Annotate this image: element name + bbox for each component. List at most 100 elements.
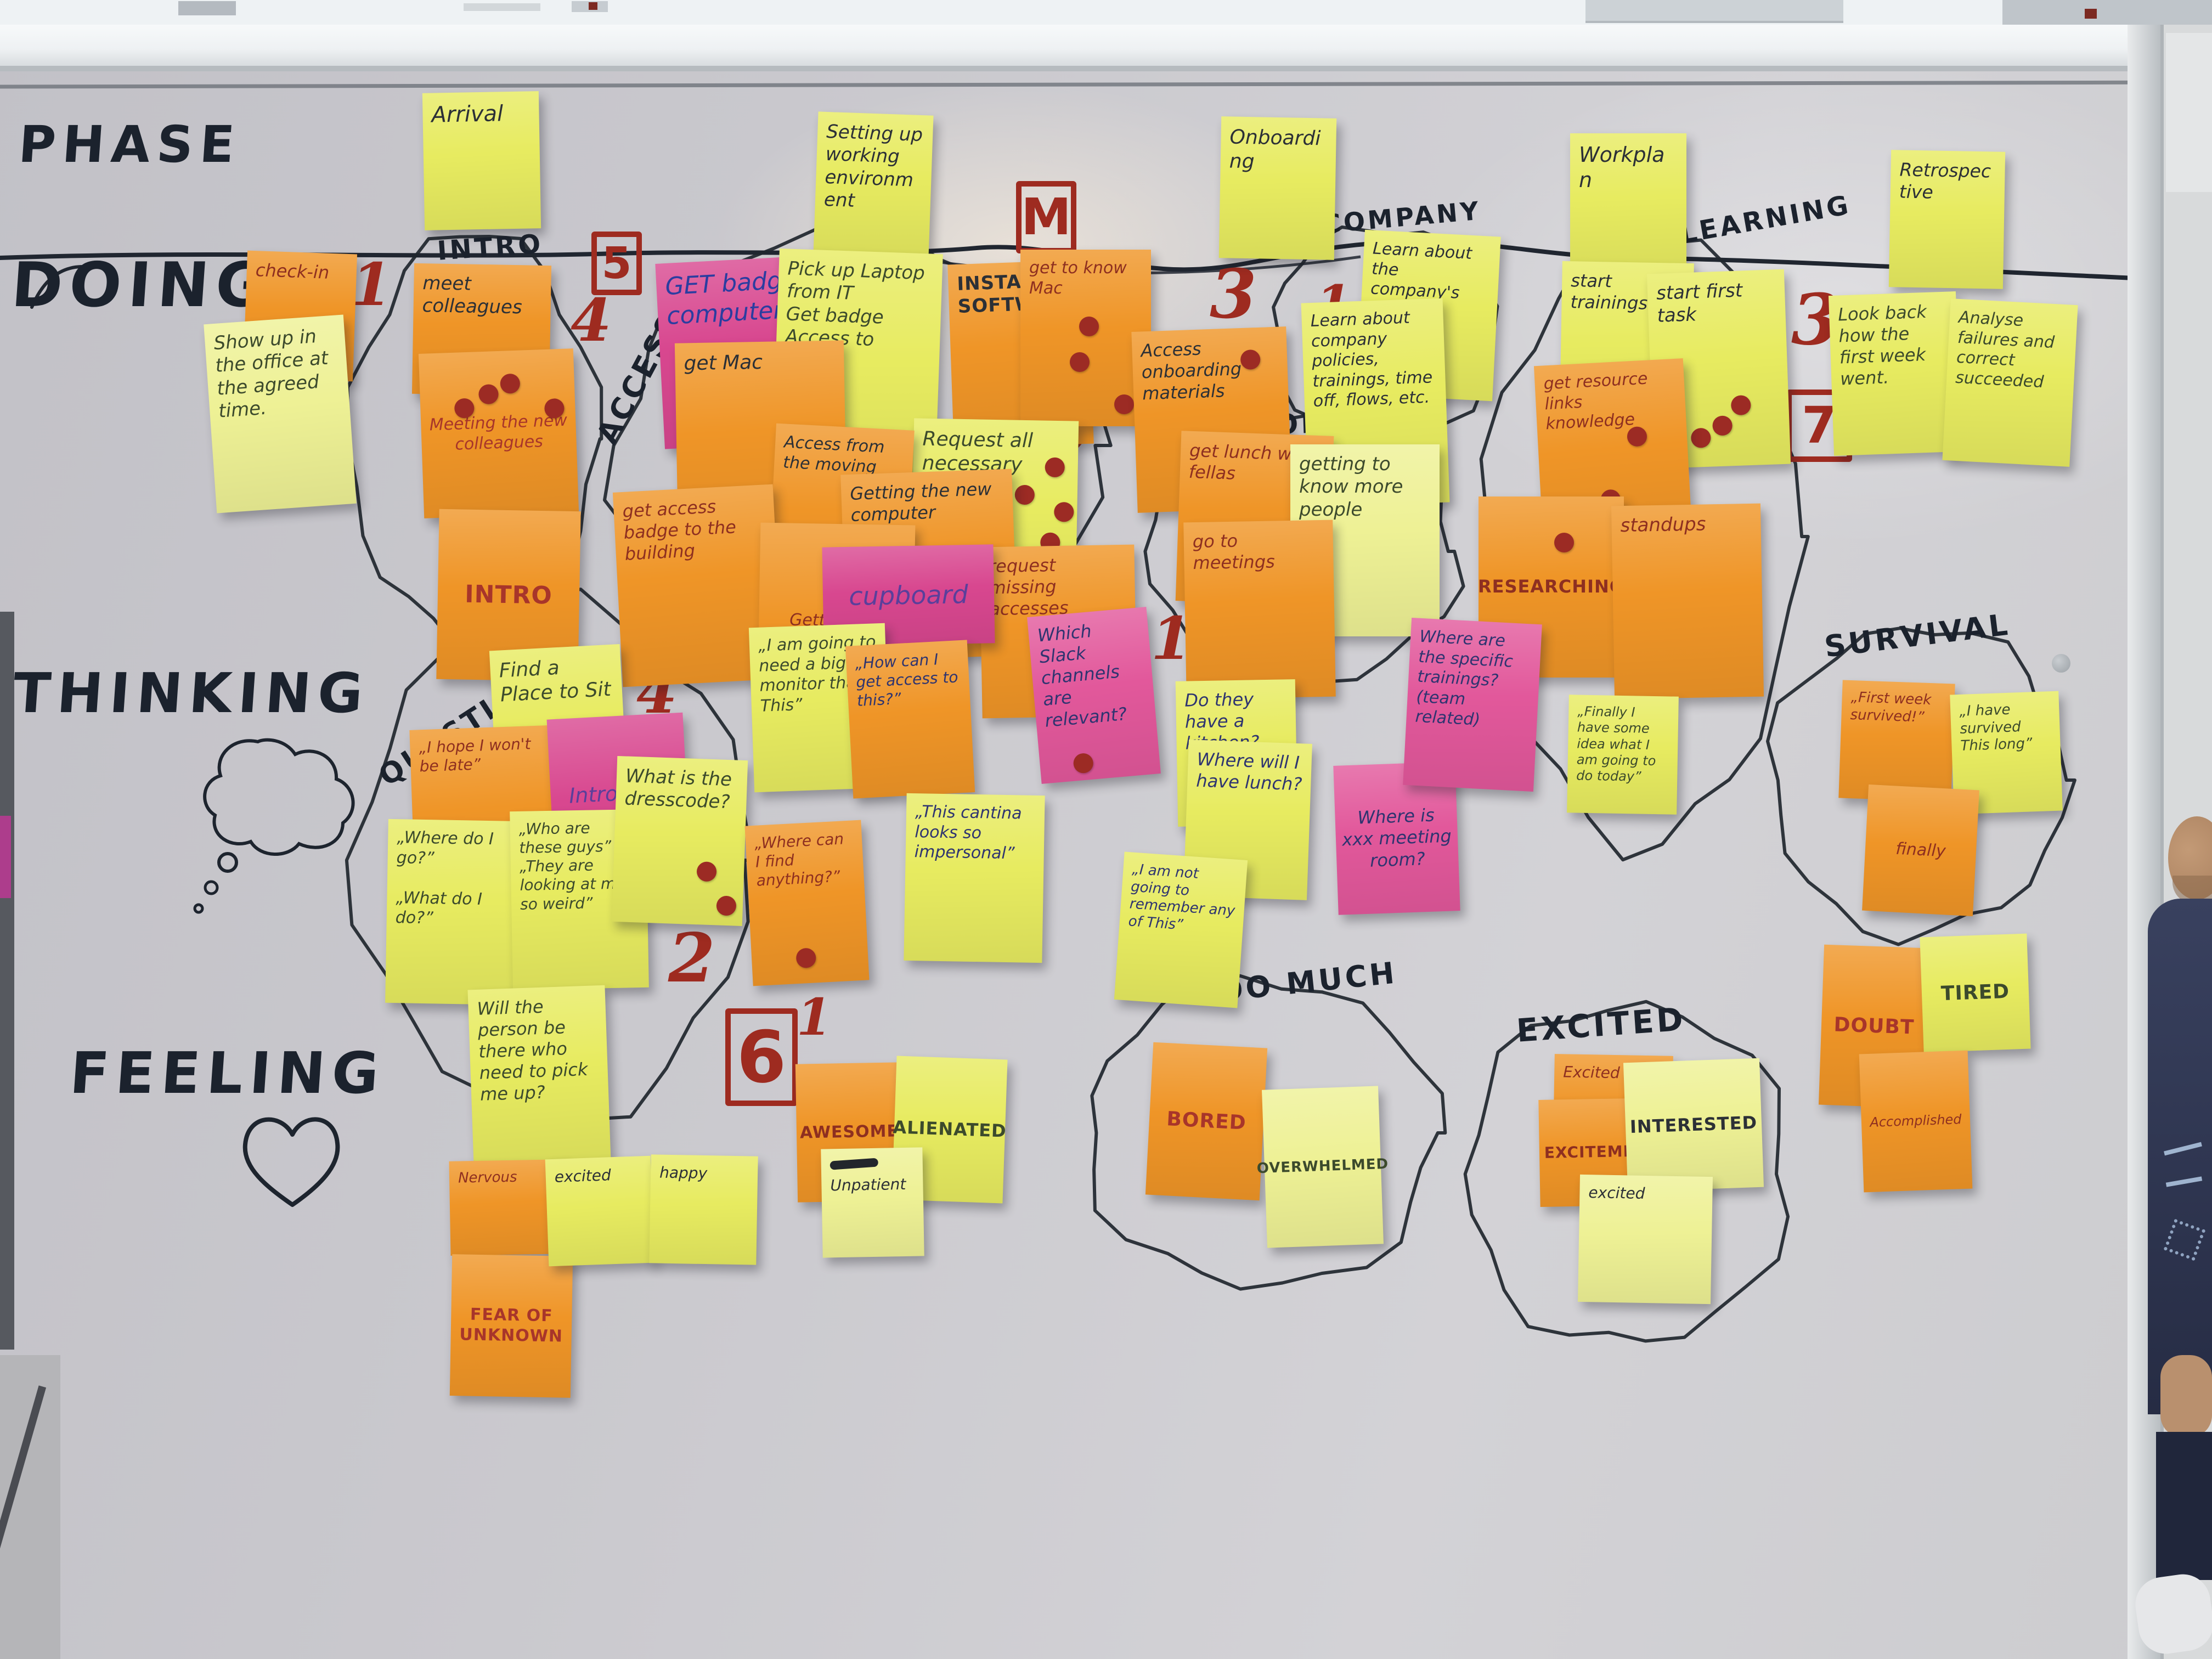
whiteboard-top-rail [0,25,2212,70]
sticky-note-interested: INTERESTED [1623,1058,1764,1192]
board-magnet [2052,654,2070,673]
voting-dot [1554,533,1574,552]
sticky-note-text: finally [1895,839,1946,861]
sticky-note-workplan: Workplan [1570,133,1686,277]
sticky-note-text: request missing accesses [988,555,1069,620]
sticky-note-excited-small: excited [545,1155,654,1267]
sticky-note-text: start trainings [1570,270,1648,314]
sticky-note-text: „Where can I find anything?” [754,830,844,890]
sticky-note-finally-some-idea: „Finally I have some idea what I am goin… [1567,695,1679,815]
ceiling-panel-right [2002,0,2212,26]
sticky-note-text: What is the dresscode? [624,765,732,814]
sticky-note-text: Meeting the new colleagues [429,411,568,454]
boxed-red-marker-5: 5 [591,232,642,295]
sticky-note-text: Show up in the office at the agreed time… [213,325,329,423]
sticky-note-text: Workplan [1579,143,1665,193]
sticky-note-text: meet colleagues [422,272,522,319]
voting-dot [1690,427,1711,448]
group-label-intro: INTRO [436,228,544,267]
sticky-note-meeting-new-colleagues: Meeting the new colleagues [418,348,579,518]
sticky-note-text: Setting up working environment [823,120,923,212]
sticky-note-get-to-know-mac: get to know Mac [1020,250,1151,426]
sticky-note-setting-up-working-environment: Setting up working environment [813,111,934,259]
sticky-note-text: Find a Place to Sit [498,656,612,707]
sticky-note-go-to-meetings: go to meetings [1183,520,1336,699]
sticky-note-text: cupboard [848,579,969,611]
voting-dot [1712,415,1733,436]
sticky-note-text: Nervous [458,1169,517,1187]
magenta-object-left [0,816,11,898]
sticky-note-text: „This cantina looks so impersonal” [914,802,1022,864]
row-label-feeling: FEELING [67,1040,388,1107]
ceiling [0,0,2212,25]
person-leg [2156,1432,2212,1580]
sticky-note-where-are-specific-trainings: Where are the specific trainings? (team … [1403,617,1542,792]
voting-dot [1045,457,1065,477]
sticky-note-text: Access onboarding materials [1140,338,1242,404]
sticky-note-show-up-office: Show up in the office at the agreed time… [204,314,357,514]
sticky-note-analyse-failures: Analyse failures and correct succeeded [1942,298,2078,467]
boxed-red-marker-6: 6 [725,1008,798,1106]
sticky-note-will-the-person-be-there: Will the person be there who need to pic… [467,985,611,1167]
ceiling-detector [589,2,597,10]
sticky-note-finally: finally [1862,784,1979,917]
thought-bubble-dot [204,880,219,895]
sticky-note-first-week-survived: „First week survived!” [1838,680,1955,802]
red-marker-4: 4 [571,286,612,355]
sticky-note-text: AWESOME [799,1121,899,1143]
sticky-note-text: „Where do I go?” „What do I do?” [395,828,494,928]
voting-dot [795,947,816,968]
ceiling-vent [178,1,236,15]
voting-dot [1240,349,1261,370]
voting-dot [696,861,718,882]
voting-dot [1054,501,1074,522]
sticky-note-where-can-i-find-anything: „Where can I find anything?” [744,820,870,986]
group-label-survival: SURVIVAL [1822,607,2012,664]
sticky-note-text: Which Slack channels are relevant? [1036,620,1128,732]
sticky-note-text: Arrival [431,101,504,128]
sticky-note-retrospective: Retrospective [1888,150,2006,289]
sticky-note-text: FEAR OF UNKNOWN [459,1305,563,1346]
sticky-note-text: TIRED [1940,980,2010,1006]
sticky-note-text: check-in [255,259,330,283]
sticky-note-text: Look back how the first week went. [1837,301,1927,390]
sticky-note-text: INTRO [464,580,553,610]
sticky-note-how-can-i-get-access: „How can I get access to this?” [845,640,975,799]
sticky-note-text: „I am not going to remember any of This” [1127,861,1236,934]
sticky-note-text: get Mac [684,351,763,375]
sticky-note-arrival: Arrival [422,91,541,230]
sticky-note-text: „Finally I have some idea what I am goin… [1576,703,1656,785]
row-label-thinking: THINKING [10,661,372,725]
row-label-doing: DOING [9,250,275,321]
sticky-note-text: „How can I get access to this?” [854,650,959,710]
sticky-note-text: RESEARCHING [1477,576,1625,597]
sticky-note-text: get to know Mac [1029,258,1127,298]
sticky-note-text: „I have survived This long” [1959,701,2033,755]
sticky-note-standups: standups [1611,503,1764,699]
sticky-note-text: Access from the moving [782,432,885,477]
sticky-note-accomplished: Accomplished [1859,1050,1973,1193]
sticky-note-text: Retrospective [1899,159,1991,203]
sticky-note-text: get resource links knowledge [1543,369,1649,434]
sticky-note-what-is-the-dresscode: What is the dresscode? [611,755,748,927]
sticky-note-text: OVERWHELMED [1256,1155,1389,1177]
red-marker-3: 3 [1210,255,1257,334]
sticky-note-text: Where are the specific trainings? (team … [1414,627,1514,730]
red-marker-2: 2 [668,919,715,998]
sticky-note-text: Where is xxx meeting room? [1341,805,1452,871]
red-marker-1: 1 [351,251,392,319]
sticky-note-text: „I hope I won't be late” [418,735,531,776]
boxed-red-marker-M: M [1016,181,1076,253]
voting-dot [1073,752,1094,774]
left-edge-strip [0,612,14,1350]
sticky-note-text: excited [554,1166,612,1186]
person-hand [2160,1355,2212,1437]
sticky-note-tired: TIRED [1920,933,2031,1053]
person-torso [2148,899,2212,1414]
sticky-note-text: Getting the new computer [849,478,992,526]
sticky-note-text: „Who are these guys” „They are looking a… [518,819,625,913]
sticky-note-overwhelmed: OVERWHELMED [1256,1086,1389,1248]
sticky-note-text: Excited [1563,1063,1621,1082]
sticky-note-which-slack-channels: Which Slack channels are relevant? [1027,607,1161,784]
